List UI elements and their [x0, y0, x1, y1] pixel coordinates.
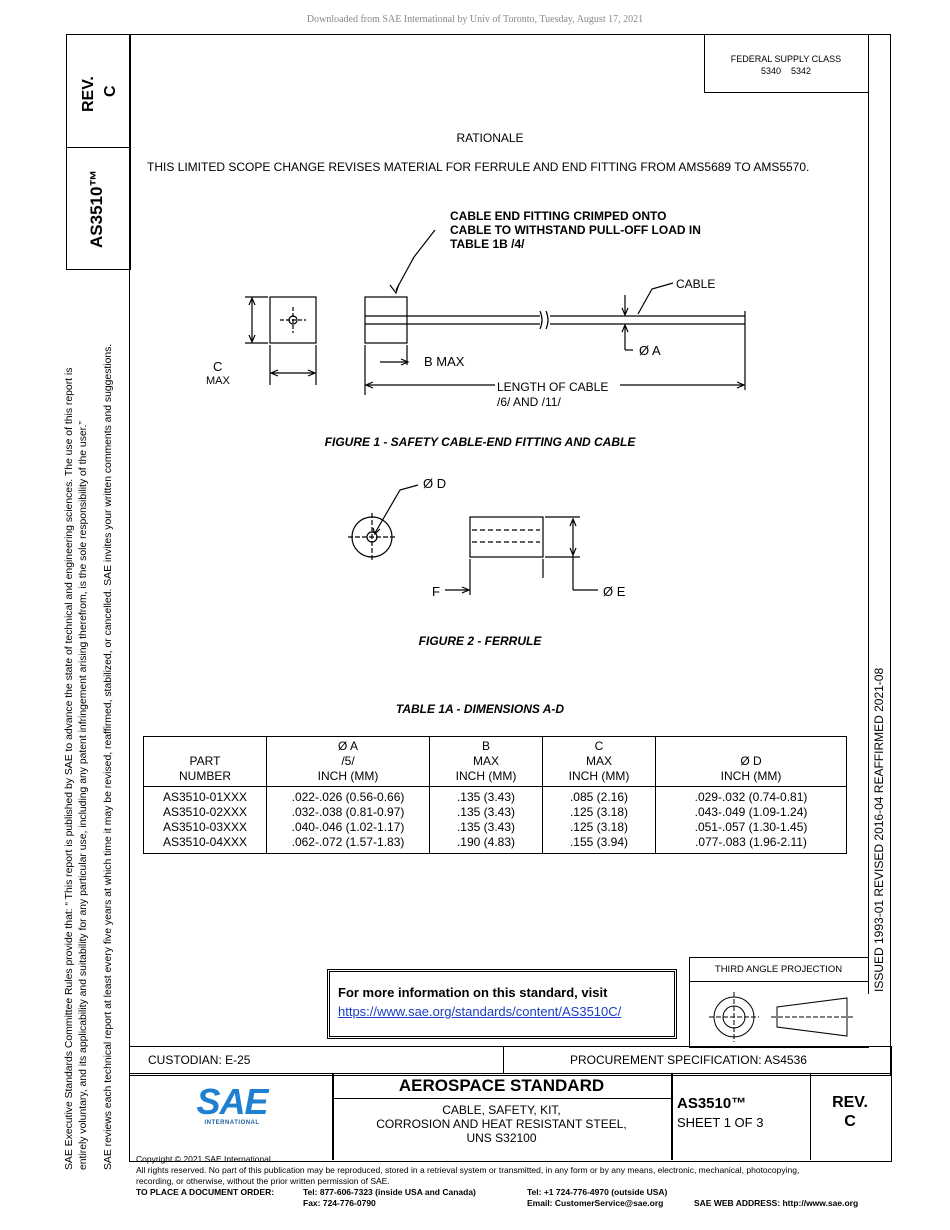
side-doc-box	[66, 146, 131, 270]
figure1-label-a: Ø A	[639, 343, 661, 358]
custodian-divider-h	[129, 1073, 891, 1074]
sae-logo-text: SAE	[196, 1081, 268, 1122]
footer-tel-usa: Tel: 877-606-7323 (inside USA and Canada…	[303, 1187, 476, 1197]
more-info-link[interactable]: https://www.sae.org/standards/content/AS…	[338, 1004, 622, 1019]
figure1-callout-line1: CABLE END FITTING CRIMPED ONTO	[450, 209, 667, 223]
custodian: CUSTODIAN: E-25	[148, 1053, 251, 1067]
issue-dates: ISSUED 1993-01 REVISED 2016-04 REAFFIRME…	[872, 667, 886, 992]
more-info-text: For more information on this standard, v…	[338, 985, 608, 1000]
footer-copyright: Copyright © 2021 SAE International	[136, 1154, 271, 1164]
more-info-box	[327, 969, 677, 1039]
projection-divider	[689, 981, 868, 982]
logo-divider	[332, 1073, 334, 1160]
figure1-drawing	[245, 229, 746, 395]
cell-b: .135 (3.43).135 (3.43).135 (3.43).190 (4…	[429, 786, 543, 854]
federal-supply-codes: 5340 5342	[760, 66, 812, 76]
std-type: AEROSPACE STANDARD	[398, 1076, 605, 1095]
procurement: PROCUREMENT SPECIFICATION: AS4536	[570, 1053, 807, 1067]
cell-a: .022-.026 (0.56-0.66).032-.038 (0.81-0.9…	[266, 786, 430, 854]
figure2-caption: FIGURE 2 - FERRULE	[418, 634, 542, 648]
title-line3: UNS S32100	[466, 1131, 537, 1145]
side-doc-number: AS3510™	[87, 169, 106, 248]
right-strip	[868, 34, 891, 994]
figure1-label-length1: LENGTH OF CABLE	[497, 380, 609, 394]
side-rev-label: REV.	[80, 76, 97, 112]
download-note: Downloaded from SAE International by Uni…	[306, 14, 644, 25]
cell-d: .029-.032 (0.74-0.81).043-.049 (1.09-1.2…	[655, 786, 847, 854]
federal-supply-label: FEDERAL SUPPLY CLASS	[730, 54, 842, 64]
figure1-callout-line2: CABLE TO WITHSTAND PULL-OFF LOAD IN	[450, 223, 701, 237]
rationale-heading: RATIONALE	[456, 131, 524, 145]
tb-rev-label: REV.	[832, 1094, 868, 1111]
figure1-callout-line3: TABLE 1B /4/	[450, 237, 525, 251]
title-line2: CORROSION AND HEAT RESISTANT STEEL,	[376, 1117, 627, 1131]
figure2-drawing	[348, 484, 598, 595]
title-block-frame	[129, 1046, 892, 1162]
stdtype-underline	[332, 1098, 671, 1099]
header-a: Ø A/5/INCH (MM)	[266, 736, 430, 787]
figure2-label-f: F	[432, 584, 440, 599]
footer-web: SAE WEB ADDRESS: http://www.sae.org	[694, 1198, 859, 1208]
custodian-divider-v	[503, 1046, 504, 1073]
table1a-caption: TABLE 1A - DIMENSIONS A-D	[395, 702, 565, 716]
tb-rev-value: C	[844, 1113, 856, 1130]
main-frame	[129, 34, 891, 1076]
left-border-line	[129, 34, 130, 1074]
projection-label: THIRD ANGLE PROJECTION	[714, 964, 843, 975]
footer-rights1: All rights reserved. No part of this pub…	[136, 1165, 800, 1175]
rev-divider	[810, 1073, 811, 1160]
figure2-label-d: Ø D	[423, 476, 447, 491]
docnum-divider	[671, 1073, 673, 1160]
sae-logo: SAE INTERNATIONAL	[196, 1081, 268, 1127]
tb-sheet: SHEET 1 OF 3	[677, 1115, 764, 1130]
rationale-text: THIS LIMITED SCOPE CHANGE REVISES MATERI…	[147, 160, 810, 174]
side-rules-line1: SAE Executive Standards Committee Rules …	[64, 367, 75, 1170]
side-rev-value: C	[102, 85, 119, 97]
figure1-label-cable: CABLE	[676, 277, 716, 291]
side-rules-line2: entirely voluntary, and its applicabilit…	[78, 421, 89, 1170]
footer-fax: Fax: 724-776-0790	[303, 1198, 376, 1208]
title-line1: CABLE, SAFETY, KIT,	[442, 1103, 561, 1117]
figure1-label-c: C	[213, 359, 223, 374]
figure1-label-b: B MAX	[424, 354, 465, 369]
federal-supply-box	[704, 34, 869, 93]
figure2-label-e: Ø E	[603, 584, 626, 599]
side-rev-box	[66, 34, 131, 148]
tb-doc-number: AS3510™	[677, 1095, 747, 1112]
footer-order-label: TO PLACE A DOCUMENT ORDER:	[136, 1187, 275, 1197]
projection-box	[689, 957, 869, 1048]
projection-symbol	[709, 992, 853, 1042]
sae-logo-sub: INTERNATIONAL	[204, 1120, 260, 1126]
footer-rights2: recording, or otherwise, without the pri…	[136, 1176, 390, 1186]
footer-tel-outside: Tel: +1 724-776-4970 (outside USA)	[527, 1187, 668, 1197]
cell-c: .085 (2.16).125 (3.18).125 (3.18).155 (3…	[542, 786, 656, 854]
figure1-label-length2: /6/ AND /11/	[497, 395, 561, 409]
side-rules-line3: SAE reviews each technical report at lea…	[103, 343, 114, 1170]
figure1-caption: FIGURE 1 - SAFETY CABLE-END FITTING AND …	[324, 435, 636, 449]
figure1-label-max: MAX	[206, 375, 230, 387]
footer-email: Email: CustomerService@sae.org	[527, 1198, 664, 1208]
